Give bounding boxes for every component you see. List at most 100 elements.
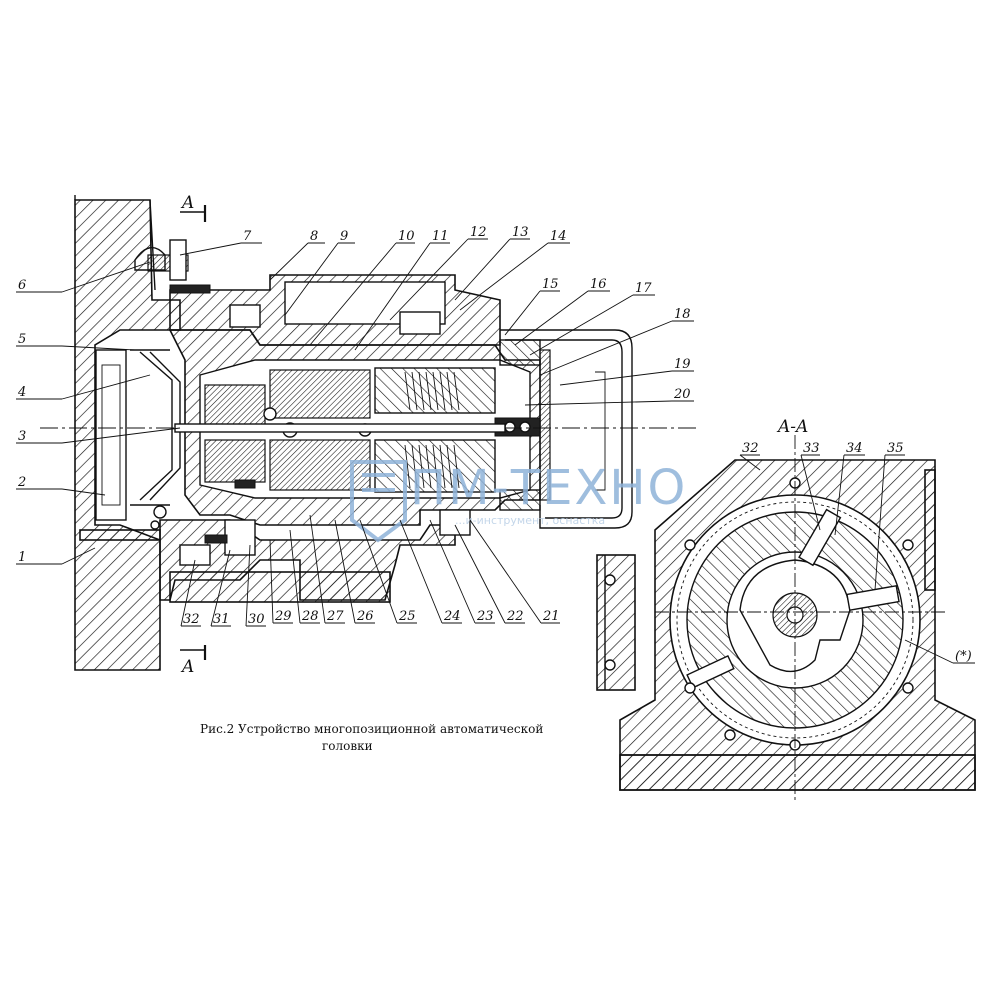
callout-leader-23 — [399, 519, 443, 624]
gear-pack-left-lower — [204, 439, 266, 483]
section-callout-label-1: 33 — [803, 441, 820, 456]
callout-label-13: 14 — [550, 229, 567, 244]
spline-block — [269, 369, 371, 419]
section-callout-label-3: 35 — [887, 441, 904, 456]
callout-leader-25 — [334, 519, 356, 624]
section-callout-leader-3 — [874, 454, 886, 591]
callout-leader-19 — [524, 400, 673, 406]
section-callout-label-0: 32 — [742, 441, 759, 456]
section-callout-leader-0 — [739, 454, 761, 471]
callout-label-26: 27 — [326, 609, 344, 624]
main-section-view: A A — [40, 193, 700, 677]
spring-coils — [404, 371, 460, 489]
callout-label-8: 9 — [340, 229, 348, 244]
callout-leader-30 — [210, 549, 231, 627]
callout-label-11: 12 — [470, 225, 487, 240]
callout-leader-16 — [529, 294, 634, 356]
callout-label-14: 15 — [542, 277, 559, 292]
pawls — [686, 508, 900, 689]
callout-label-30: 31 — [213, 612, 230, 627]
callout-leader-12 — [454, 238, 511, 301]
callout-leader-31 — [180, 559, 196, 627]
callout-leader-9 — [309, 242, 397, 346]
callout-label-28: 29 — [274, 609, 292, 624]
main-shaft — [174, 423, 506, 433]
callout-label-29: 30 — [248, 612, 265, 627]
base-foot — [169, 571, 391, 603]
callout-label-20: 21 — [542, 609, 560, 624]
callout-leader-13 — [459, 242, 549, 311]
callout-label-7: 8 — [310, 229, 318, 244]
flange-window — [95, 349, 127, 521]
section-base-plate — [619, 754, 976, 791]
callout-leader-18 — [559, 370, 673, 386]
bolts — [150, 479, 256, 544]
end-cover — [500, 329, 633, 529]
cone-disk — [139, 351, 181, 501]
side-plate — [596, 554, 636, 691]
caption-line-1: Рис.2 Устройство многопозиционной автома… — [200, 722, 543, 736]
callout-label-25: 26 — [356, 609, 374, 624]
callout-label-18: 19 — [674, 357, 691, 372]
section-callout-label-2: 34 — [846, 441, 863, 456]
callout-leader-17 — [539, 320, 673, 376]
callout-leader-21 — [454, 524, 506, 624]
callout-label-24: 25 — [398, 609, 416, 624]
callout-label-21: 22 — [506, 609, 524, 624]
callout-label-12: 13 — [512, 225, 529, 240]
callout-label-0: 1 — [18, 550, 26, 565]
callout-label-1: 2 — [17, 475, 26, 490]
callout-label-19: 20 — [673, 387, 691, 402]
section-callout-leader-4 — [904, 639, 954, 664]
callout-leader-5 — [61, 261, 151, 293]
section-callout-label-4: (*) — [955, 649, 972, 664]
callout-leader-27 — [289, 529, 301, 624]
end-plate — [539, 349, 551, 501]
callout-label-10: 11 — [432, 229, 449, 244]
callout-leader-14 — [504, 290, 541, 336]
watermark: ПМ-ТЕХНО ...и-инструмент, оснастка — [350, 460, 687, 543]
watermark-subtext: ...и-инструмент, оснастка — [455, 514, 605, 527]
callout-leader-6 — [179, 242, 242, 256]
callout-label-17: 18 — [674, 307, 691, 322]
watermark-text: ПМ-ТЕХНО — [410, 460, 687, 516]
section-a-a-view: A-A — [596, 417, 976, 800]
callout-leader-0 — [61, 547, 96, 565]
callout-label-23: 24 — [443, 609, 461, 624]
cam-profile — [739, 559, 851, 673]
callout-leader-3 — [61, 374, 151, 400]
callout-leader-24 — [359, 519, 398, 624]
callout-label-15: 16 — [590, 277, 607, 292]
callout-leaders — [16, 238, 975, 664]
section-title: A-A — [776, 417, 808, 437]
callout-leader-22 — [429, 519, 476, 624]
section-callout-leader-1 — [800, 454, 821, 531]
gear-pack-left — [204, 384, 266, 426]
callout-leader-7 — [269, 242, 309, 281]
housing-wall — [74, 199, 181, 671]
callout-label-4: 5 — [18, 332, 26, 347]
callout-leader-20 — [469, 519, 542, 624]
section-bolts — [684, 477, 914, 751]
callout-leader-26 — [309, 514, 326, 624]
section-mark-bottom: A — [180, 657, 194, 677]
watermark-logo-icon — [350, 460, 407, 543]
callout-leader-15 — [514, 290, 589, 346]
callout-label-31: 32 — [183, 612, 200, 627]
caption-line-2: головки — [322, 739, 373, 753]
callout-leader-11 — [389, 238, 469, 321]
callout-label-16: 17 — [635, 281, 652, 296]
callout-label-3: 4 — [17, 385, 26, 400]
callout-leader-8 — [284, 242, 339, 316]
callout-label-22: 23 — [476, 609, 494, 624]
callout-label-6: 7 — [243, 229, 252, 244]
callout-leader-2 — [61, 427, 181, 444]
section-mark-top: A — [180, 193, 194, 213]
callout-label-2: 3 — [18, 429, 26, 444]
callout-leader-10 — [354, 242, 431, 351]
callout-label-9: 10 — [398, 229, 415, 244]
callout-leader-4 — [61, 345, 136, 351]
callout-leader-1 — [61, 488, 106, 496]
